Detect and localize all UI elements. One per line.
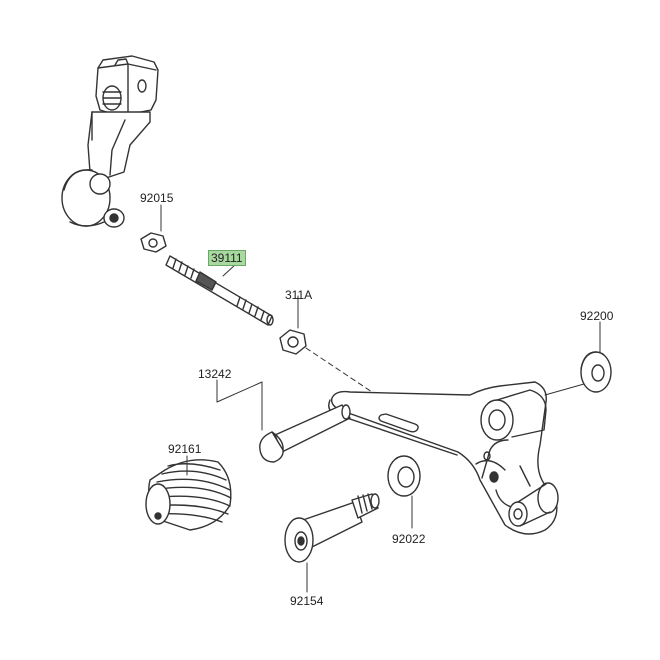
shift-arm — [61, 55, 159, 228]
label-311a[interactable]: 311A — [285, 288, 313, 302]
peg-pin-13242 — [259, 404, 351, 463]
nut-311a — [279, 329, 307, 355]
washer-92200 — [580, 351, 612, 393]
bolt-92154 — [284, 493, 380, 563]
rubber-92161 — [145, 459, 232, 531]
label-92200[interactable]: 92200 — [580, 309, 614, 323]
nut-92015 — [140, 232, 167, 253]
label-92015[interactable]: 92015 — [140, 191, 174, 205]
tie-rod-39111 — [165, 255, 274, 326]
label-92022[interactable]: 92022 — [392, 532, 426, 546]
leader-lines — [160, 204, 601, 593]
label-13242[interactable]: 13242 — [198, 367, 232, 381]
shift-pedal-lever — [328, 381, 559, 535]
label-39111-highlighted[interactable]: 39111 — [208, 250, 246, 266]
label-92154[interactable]: 92154 — [290, 594, 324, 608]
label-92161[interactable]: 92161 — [168, 442, 202, 456]
washer-92022 — [387, 455, 421, 497]
